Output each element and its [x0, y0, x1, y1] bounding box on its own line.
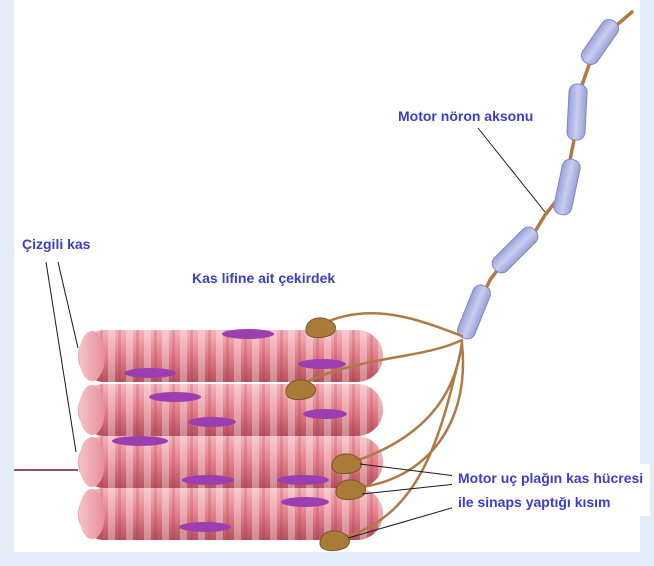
muscle-fiber: [78, 329, 383, 382]
myelin-sheaths: [455, 16, 622, 341]
label-motor-end-plate: Motor uç plağın kas hücresi ile sinaps y…: [452, 464, 650, 516]
label-muscle-fiber-nucleus: Kas lifine ait çekirdek: [192, 268, 335, 288]
nucleus: [112, 436, 168, 446]
nucleus: [188, 417, 236, 427]
label-motor-neuron-axon: Motor nöron aksonu: [398, 106, 533, 126]
nucleus: [182, 475, 234, 485]
label-striated-muscle: Çizgili kas: [22, 234, 90, 254]
nucleus: [281, 497, 329, 507]
end-plate: [332, 454, 361, 474]
leader-striated-muscle-1: [58, 262, 78, 348]
nucleus: [298, 359, 346, 369]
leader-striated-muscle-2: [46, 262, 76, 452]
nucleus: [179, 522, 231, 532]
myelin-segment: [489, 224, 541, 276]
myelin-segment: [578, 16, 621, 67]
end-plate: [306, 318, 335, 338]
nucleus: [303, 409, 347, 419]
nucleus: [149, 392, 201, 402]
motor-axon-trunk: [468, 12, 632, 330]
leader-axon: [478, 128, 545, 212]
end-plate: [320, 531, 349, 551]
nucleus: [222, 329, 274, 339]
myelin-segment: [567, 84, 588, 141]
muscle-fiber: [78, 384, 383, 436]
nucleus: [277, 475, 329, 485]
myelin-segment: [552, 158, 581, 217]
end-plate: [336, 480, 365, 500]
nucleus: [124, 368, 176, 378]
myelin-segment: [455, 283, 493, 342]
end-plate: [286, 380, 315, 400]
